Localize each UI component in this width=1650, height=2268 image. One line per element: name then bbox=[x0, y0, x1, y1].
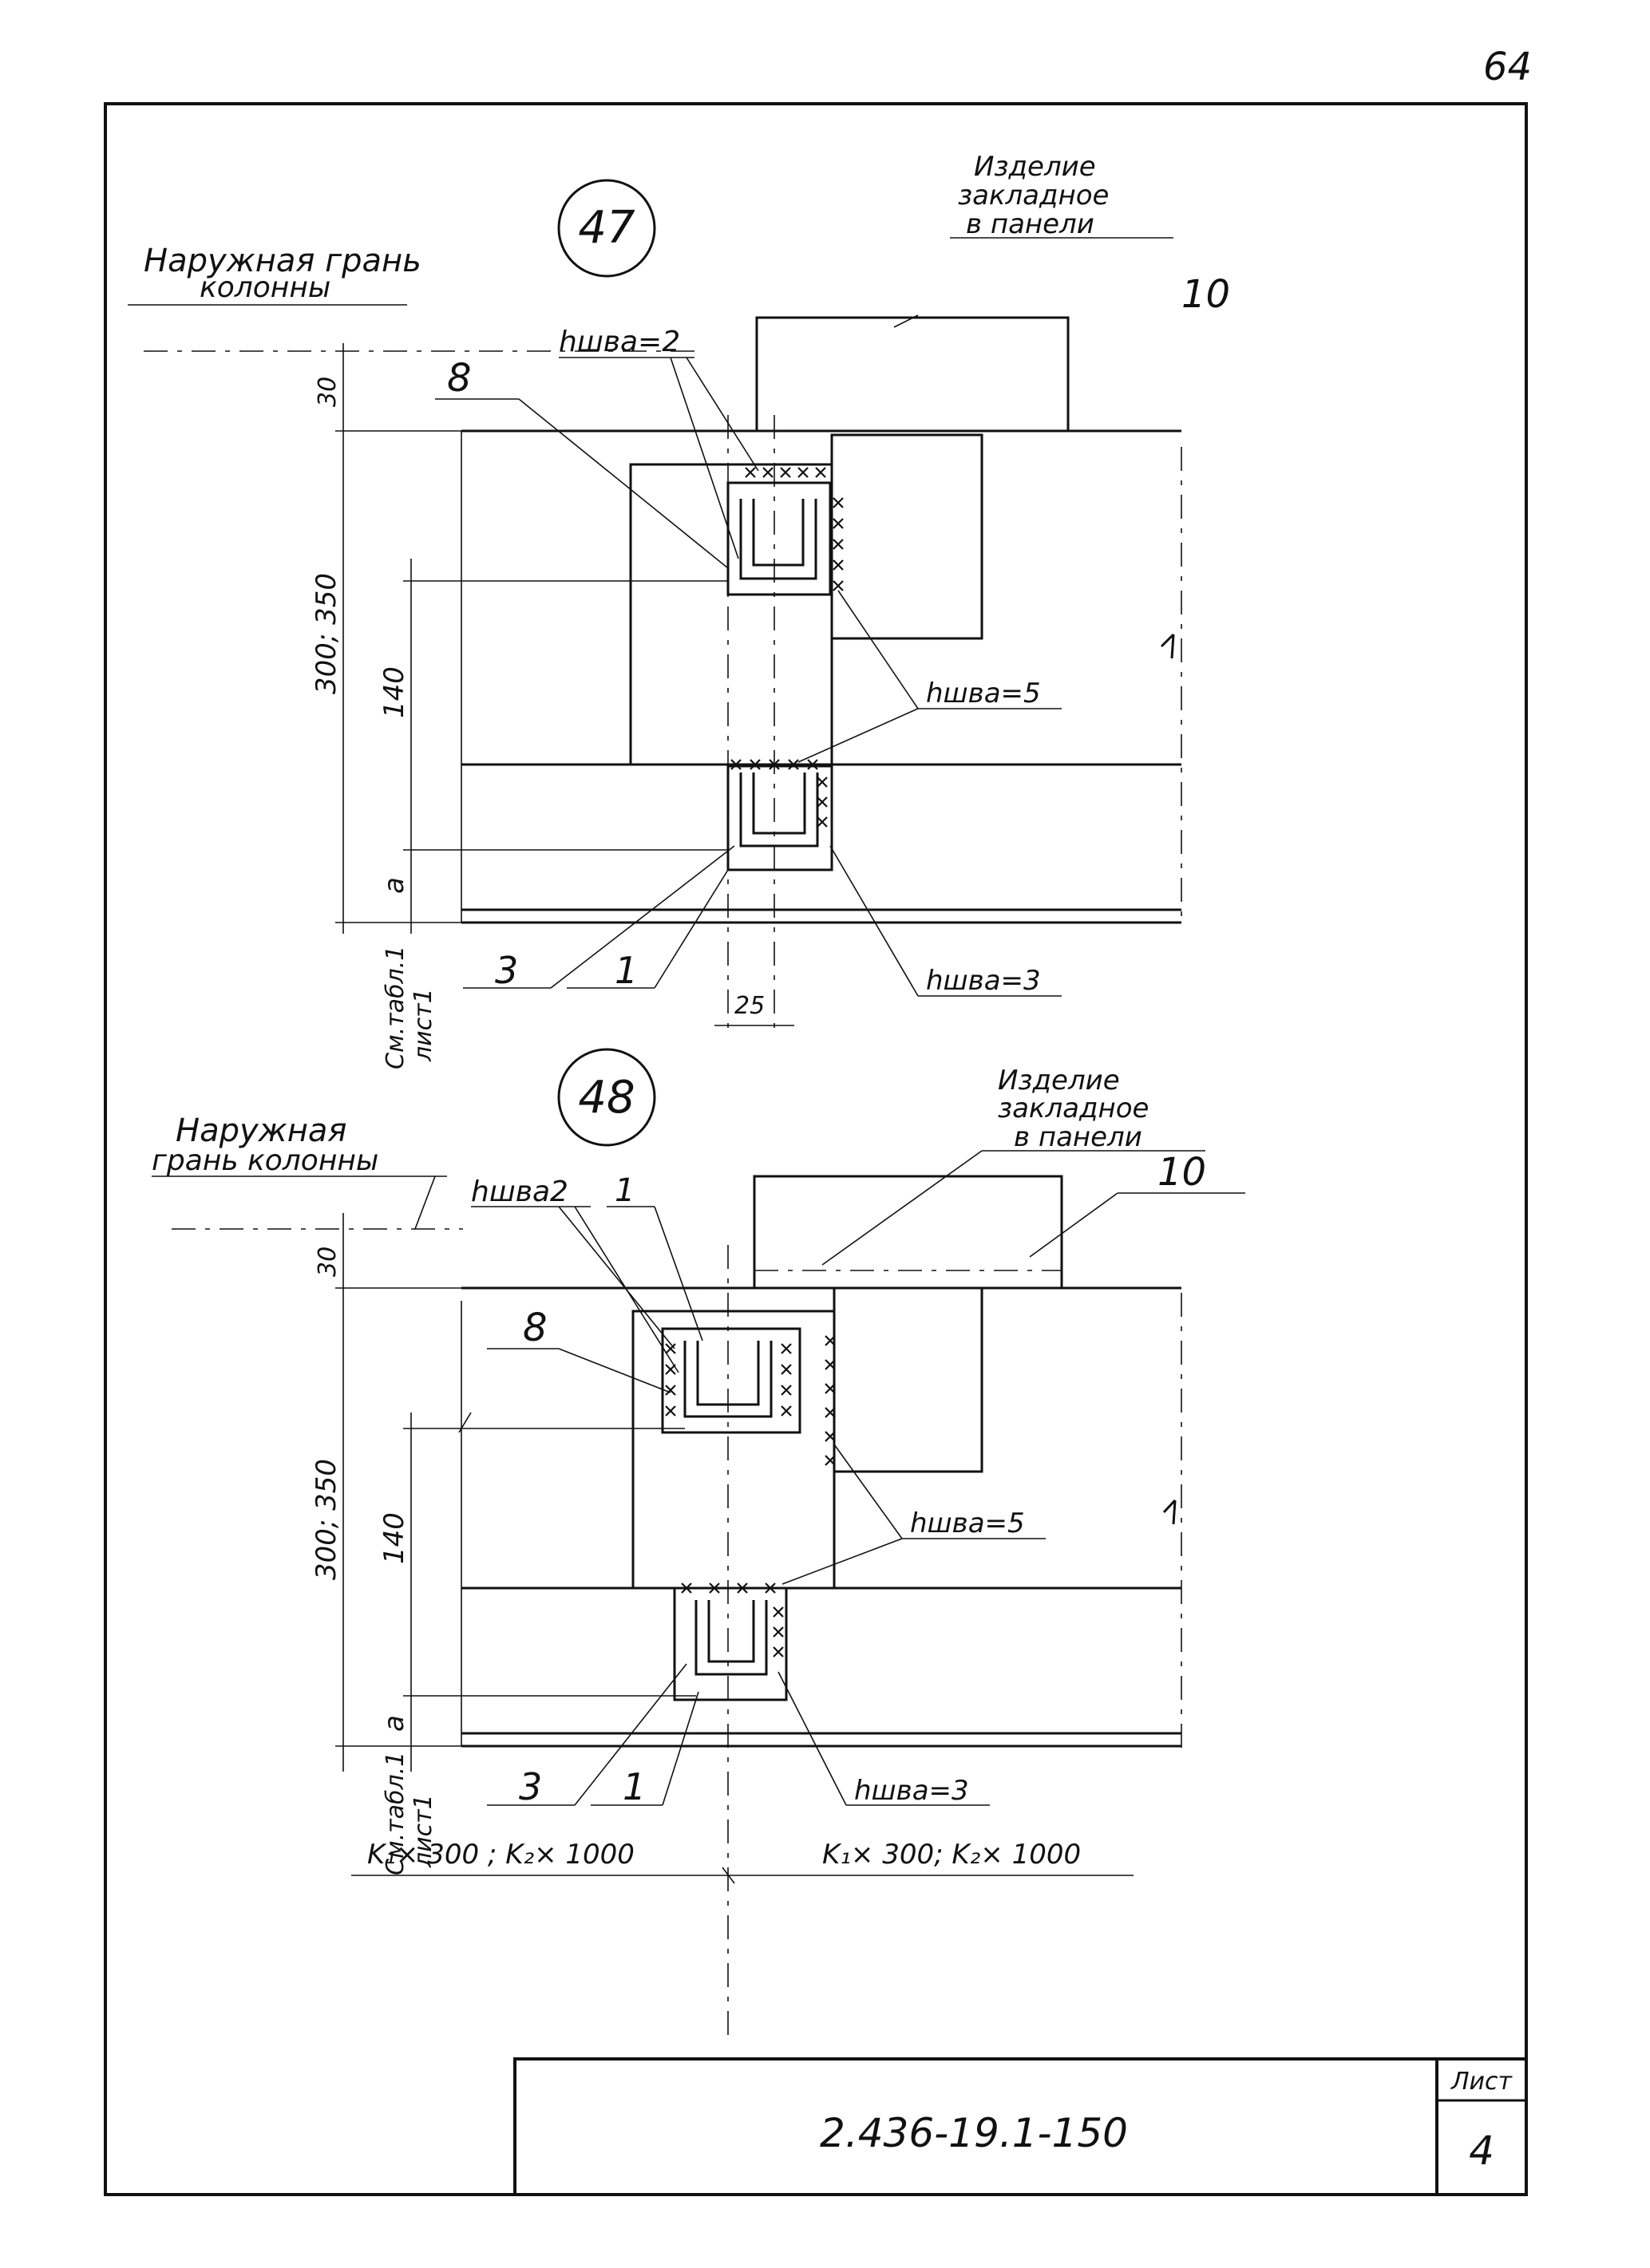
embedded-label-47-line1: Изделие bbox=[974, 151, 1096, 183]
embedded-label-48-line2: закладное bbox=[998, 1093, 1149, 1124]
ref-8-48: 8 bbox=[523, 1306, 548, 1350]
dim-300-350-48: 300; 350 bbox=[311, 1459, 342, 1580]
embedded-label-48-line1: Изделие bbox=[998, 1065, 1120, 1096]
panel-block-48 bbox=[753, 1175, 1063, 1290]
ref-10-47: 10 bbox=[1181, 272, 1230, 317]
dim-140-47: 140 bbox=[378, 666, 410, 718]
outer-face-label-47-line1: Наружная грань bbox=[144, 243, 421, 279]
outer-face-label-47-line2: колонны bbox=[200, 271, 330, 304]
weld-marks-upper-48 bbox=[664, 1334, 837, 1467]
dim-a-48: a bbox=[378, 1715, 410, 1732]
adjacent-plate-47 bbox=[830, 433, 983, 640]
page-number: 64 bbox=[1483, 45, 1532, 89]
see-table-47-line2: лист1 bbox=[410, 988, 437, 1062]
weld-2-47: hшва=2 bbox=[559, 326, 680, 358]
dim-300-350-47: 300; 350 bbox=[311, 573, 342, 694]
sheet-number: 4 bbox=[1469, 2128, 1494, 2174]
detail-47: 47 Наружная грань колонны Изделие заклад… bbox=[128, 151, 1230, 1069]
lower-channel-48 bbox=[673, 1586, 788, 1701]
detail-48: 48 Наружная грань колонны Изделие заклад… bbox=[152, 1048, 1245, 2043]
upper-channel-48 bbox=[661, 1327, 801, 1434]
weld-2-48: hшва2 bbox=[471, 1175, 568, 1208]
see-table-48-line1: См.табл.1 bbox=[382, 1752, 410, 1875]
see-table-47-line1: См.табл.1 bbox=[382, 946, 410, 1069]
upper-channel-47 bbox=[726, 481, 832, 596]
see-table-48-line2: лист1 bbox=[410, 1794, 437, 1868]
detail-47-marker bbox=[557, 179, 656, 278]
outer-face-label-48-line1: Наружная bbox=[176, 1112, 346, 1149]
detail-48-marker-label: 48 bbox=[578, 1072, 635, 1124]
embedded-plate-47 bbox=[629, 463, 833, 766]
weld-marks-upper-47 bbox=[744, 466, 845, 592]
title-block: 2.436-19.1-150 Лист 4 bbox=[513, 2057, 1528, 2196]
ref-3-47: 3 bbox=[495, 949, 518, 992]
embedded-label-48-line3: в панели bbox=[1014, 1121, 1142, 1153]
detail-47-marker-label: 47 bbox=[578, 202, 635, 254]
outer-face-label-48-line2: грань колонны bbox=[152, 1144, 378, 1177]
dim-25-47: 25 bbox=[734, 992, 765, 1020]
ref-1-47: 1 bbox=[615, 949, 638, 992]
dim-30-48: 30 bbox=[314, 1247, 342, 1277]
panel-block-47 bbox=[755, 316, 1070, 433]
weld-marks-lower-47 bbox=[730, 758, 829, 828]
ref-1-top-48: 1 bbox=[615, 1172, 635, 1209]
weld-5-47: hшва=5 bbox=[926, 678, 1041, 709]
ref-3-48: 3 bbox=[519, 1765, 542, 1808]
weld-3-47: hшва=3 bbox=[926, 965, 1041, 997]
sheet-label: Лист bbox=[1450, 2068, 1513, 2096]
designation: 2.436-19.1-150 bbox=[820, 2110, 1128, 2156]
dim-a-47: a bbox=[378, 877, 410, 894]
adjacent-plate-48 bbox=[833, 1286, 983, 1473]
ref-10-48: 10 bbox=[1157, 1150, 1206, 1195]
detail-48-marker bbox=[557, 1048, 656, 1147]
ref-8-47: 8 bbox=[447, 356, 472, 401]
dim-140-48: 140 bbox=[378, 1512, 410, 1564]
scale-right: K₁× 300; K₂× 1000 bbox=[822, 1839, 1081, 1871]
weld-3-48: hшва=3 bbox=[854, 1775, 969, 1807]
ref-1-48: 1 bbox=[623, 1765, 646, 1808]
scale-left: K₁× 300 ; K₂× 1000 bbox=[367, 1839, 635, 1871]
embedded-label-47-line3: в панели bbox=[966, 208, 1094, 240]
dim-30-47: 30 bbox=[314, 377, 342, 407]
embedded-label-47-line2: закладное bbox=[958, 180, 1109, 211]
weld-5-48: hшва=5 bbox=[910, 1507, 1025, 1539]
